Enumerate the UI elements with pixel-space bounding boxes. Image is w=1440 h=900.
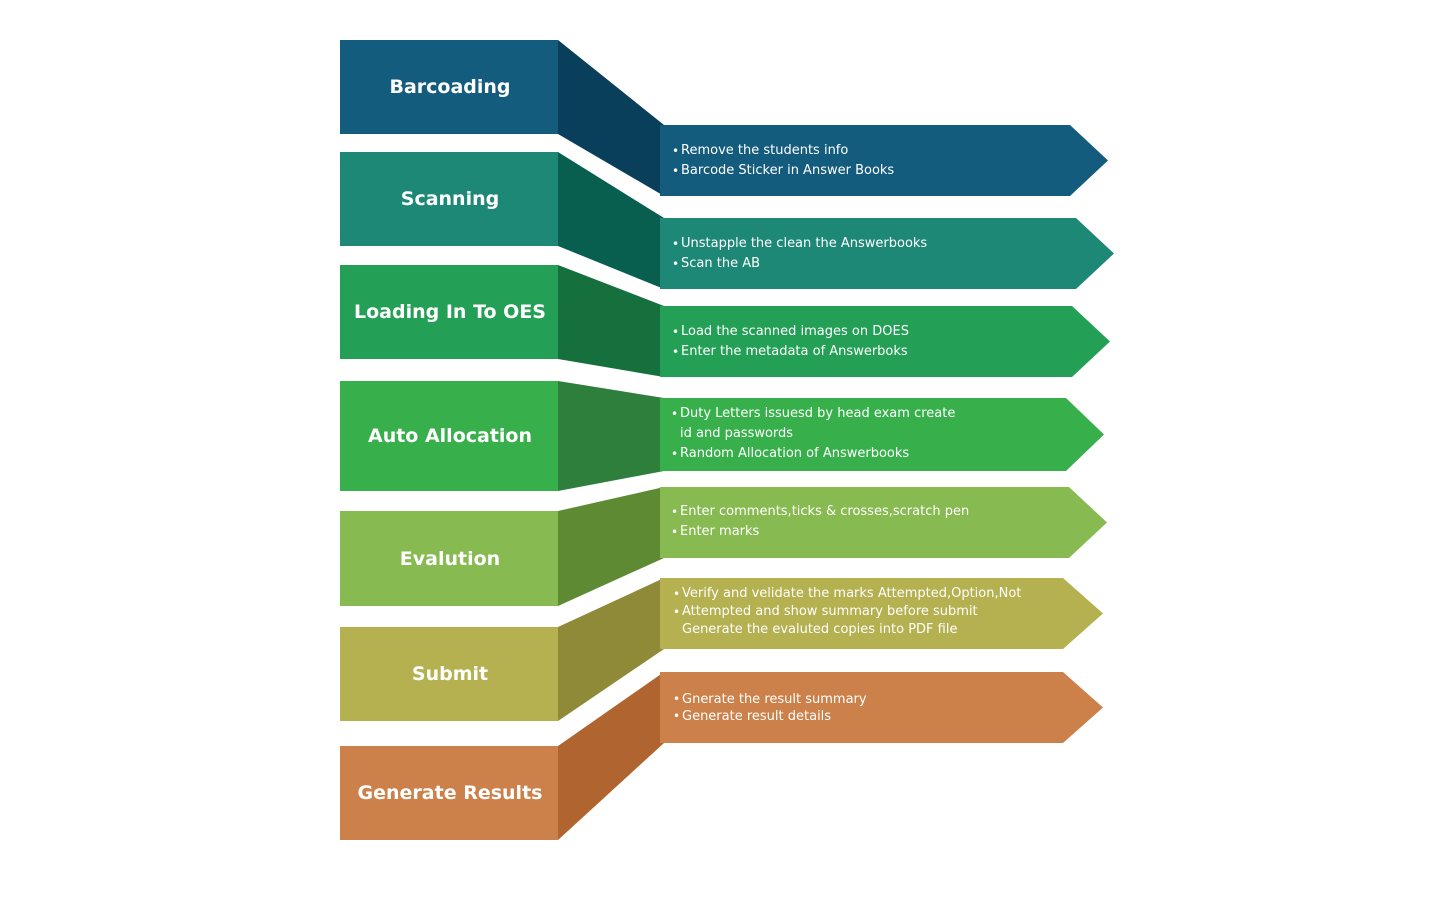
step-details: Duty Letters issuesd by head exam create…: [671, 404, 955, 464]
step-detail-item: Scan the AB: [672, 254, 927, 274]
step-connector: [558, 381, 664, 491]
step-title: Barcoading: [389, 76, 511, 98]
step-title: Evalution: [399, 547, 501, 570]
step-block: [340, 511, 558, 606]
step-details: Verify and velidate the marks Attempted,…: [673, 585, 1021, 639]
step-connector: [558, 672, 664, 840]
step-details: Gnerate the result summaryGenerate resul…: [673, 691, 867, 725]
step-detail-item: Load the scanned images on DOES: [672, 322, 909, 342]
step-details: Enter comments,ticks & crosses,scratch p…: [671, 502, 969, 542]
step-connector: [558, 40, 664, 196]
step-detail-item: id and passwords: [680, 426, 794, 441]
step-title: Generate Results: [357, 782, 543, 804]
step-detail-item: Barcode Sticker in Answer Books: [672, 161, 894, 181]
step-block: [340, 152, 558, 246]
step-connector: [558, 152, 664, 289]
step-detail-item: Attempted and show summary before submit: [673, 603, 1021, 621]
step-detail-item: Random Allocation of Answerbooks: [671, 444, 955, 464]
step-detail-item: Unstapple the clean the Answerbooks: [672, 234, 927, 254]
step-block: [340, 627, 558, 721]
step-title: Auto Allocation: [367, 425, 533, 447]
step-connector: [558, 265, 664, 377]
step-detail-item: Gnerate the result summary: [673, 691, 867, 708]
step-detail-item: Verify and velidate the marks Attempted,…: [673, 585, 1021, 603]
step-detail-item: Duty Letters issuesd by head exam create: [671, 404, 955, 424]
step-detail-item: Generate the evaluted copies into PDF fi…: [682, 622, 958, 637]
step-block: [340, 381, 558, 491]
step-connector: [558, 487, 664, 606]
step-detail-item: Remove the students info: [672, 141, 894, 161]
step-details: Unstapple the clean the AnswerbooksScan …: [672, 234, 927, 274]
step-title: Loading In To OES: [354, 301, 546, 323]
step-arrow: [660, 672, 1103, 743]
step-block: [340, 40, 558, 134]
step-title: Scanning: [400, 188, 500, 210]
step-details: Load the scanned images on DOESEnter the…: [672, 322, 909, 362]
step-detail-item: Enter comments,ticks & crosses,scratch p…: [671, 502, 969, 522]
step-title: Submit: [411, 663, 489, 685]
step-detail-item: Enter marks: [671, 522, 969, 542]
step-block: [340, 265, 558, 359]
step-connector: [558, 578, 664, 721]
step-block: [340, 746, 558, 840]
step-details: Remove the students infoBarcode Sticker …: [672, 141, 894, 181]
step-detail-item: Enter the metadata of Answerboks: [672, 342, 909, 362]
step-detail-item: Generate result details: [673, 708, 867, 725]
